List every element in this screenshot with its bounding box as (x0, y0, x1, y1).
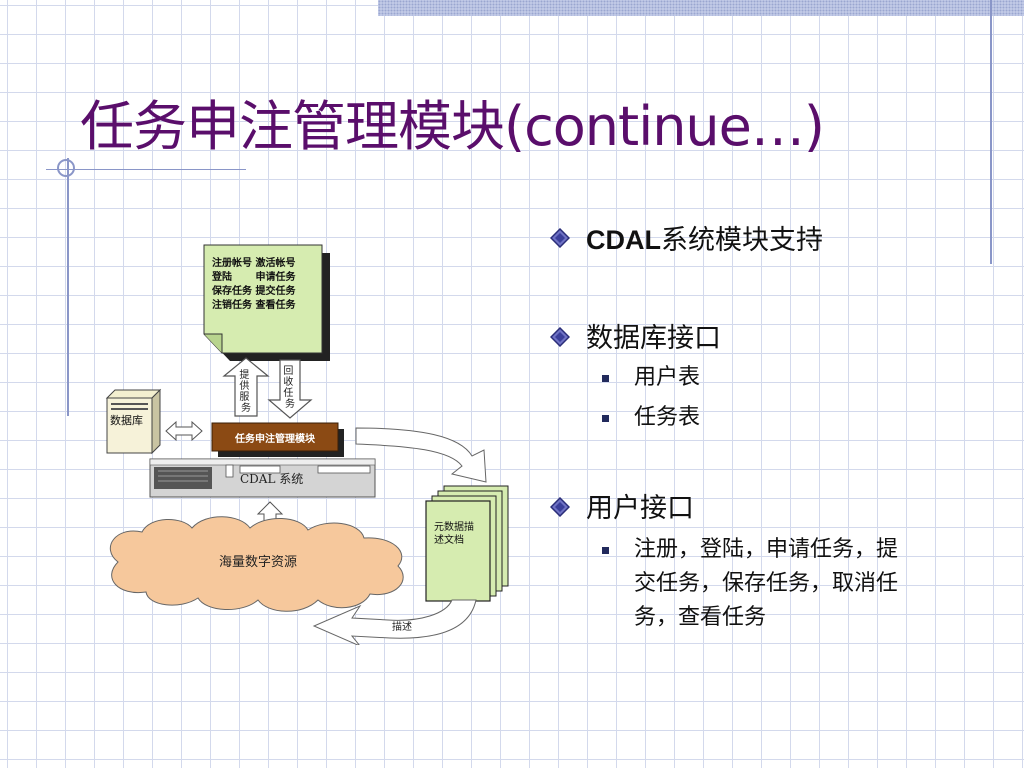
metadata-label-line2: 述文档 (434, 533, 464, 546)
cdal-system-label: CDAL 系统 (240, 472, 303, 486)
user-interface-text: 用户接口 (586, 493, 694, 524)
user-table-text: 用户表 (634, 365, 701, 390)
db-interface-text: 数据库接口 (586, 323, 721, 354)
left-vertical-rule (67, 158, 69, 416)
sub-bullet-user-table: 用户表 (548, 361, 988, 395)
cdal-bold-text: CDAL (586, 225, 661, 255)
digital-resources-cloud: 海量数字资源 (109, 516, 404, 612)
module-block: 任务申注管理模块 (211, 422, 344, 457)
svg-text:提 供 服 务: 提 供 服 务 (239, 369, 252, 414)
sub-bullet-task-table: 任务表 (548, 401, 988, 435)
task-table-text: 任务表 (634, 405, 701, 430)
doc-item-4: 注销任务 查看任务 (212, 298, 296, 311)
diamond-bullet-icon (550, 228, 570, 248)
recycle-char-1: 回 (283, 365, 293, 377)
title-underline-rule (46, 169, 246, 170)
bullet-db-interface: 数据库接口 (548, 321, 988, 357)
recycle-char-2: 收 (283, 375, 293, 388)
top-decor-band (378, 0, 1024, 16)
doc-item-3: 保存任务 提交任务 (211, 284, 296, 297)
diamond-bullet-icon (550, 497, 570, 517)
database-server: 数据库 (105, 388, 162, 455)
provide-char-4: 务 (241, 401, 251, 414)
recycle-char-3: 任 (283, 386, 293, 399)
metadata-document-stack: 元数据描 述文档 (425, 485, 509, 602)
square-bullet-icon (602, 547, 609, 554)
recycle-task-arrow: 回 收 任 务 (267, 359, 313, 419)
provide-service-arrow: 提 供 服 务 (222, 357, 270, 417)
db-module-double-arrow (165, 420, 203, 442)
metadata-label-line1: 元数据描 (434, 520, 474, 533)
describe-arrow: 描述 (312, 599, 477, 645)
square-bullet-icon (602, 415, 609, 422)
system-diagram: 注册帐号 激活帐号 登陆 申请任务 保存任务 提交任务 注销任务 查看任务 提 … (105, 244, 509, 645)
doc-item-2: 登陆 申请任务 (211, 270, 296, 283)
svg-text:回 收 任 务: 回 收 任 务 (283, 365, 296, 410)
describe-label: 描述 (392, 620, 412, 633)
slide-title: 任务申注管理模块(continue…) (80, 95, 825, 158)
operations-text: 注册，登陆，申请任务，提交任务，保存任务，取消任务，查看任务 (634, 537, 899, 630)
corner-ring-ornament (57, 159, 75, 177)
doc-item-1: 注册帐号 激活帐号 (212, 256, 295, 269)
module-label: 任务申注管理模块 (234, 432, 316, 445)
provide-char-3: 服 (239, 391, 249, 403)
square-bullet-icon (602, 375, 609, 382)
recycle-char-4: 务 (285, 397, 295, 410)
cloud-label: 海量数字资源 (219, 555, 297, 570)
diamond-bullet-icon (550, 327, 570, 347)
right-vertical-rule (990, 0, 992, 264)
bullet-cdal-support: CDAL系统模块支持 (548, 222, 988, 259)
provide-char-2: 供 (239, 379, 249, 392)
bullet-list: CDAL系统模块支持 数据库接口 用户表 任务表 用户接口 注册，登陆，申请任务… (548, 222, 988, 635)
provide-char-1: 提 (239, 369, 249, 381)
system-to-metadata-arrow (355, 427, 487, 483)
database-label: 数据库 (110, 413, 143, 427)
cdal-system-box: CDAL 系统 (149, 458, 376, 498)
bullet-user-interface: 用户接口 (548, 491, 988, 527)
cdal-rest-text: 系统模块支持 (661, 225, 823, 256)
function-list-document: 注册帐号 激活帐号 登陆 申请任务 保存任务 提交任务 注销任务 查看任务 (203, 244, 330, 361)
sub-bullet-operations: 注册，登陆，申请任务，提交任务，保存任务，取消任务，查看任务 (548, 533, 904, 635)
